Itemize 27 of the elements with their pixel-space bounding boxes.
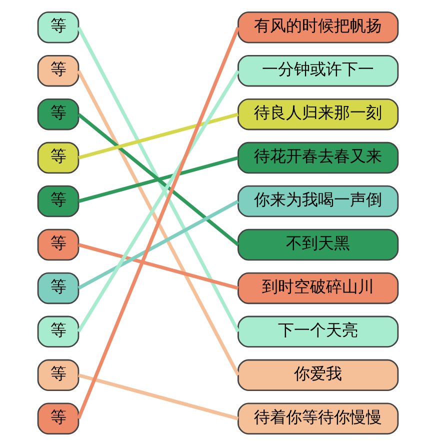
- connector: [77, 112, 240, 246]
- node-box: 等: [37, 359, 80, 392]
- node-box: 等: [37, 228, 80, 261]
- node-box: 等: [37, 272, 80, 304]
- node-box: 待花开春去春又来: [238, 142, 399, 174]
- node-box: 待良人归来那一刻: [238, 98, 399, 130]
- connector: [76, 26, 240, 420]
- node-box: 你来为我喝一声倒: [238, 185, 399, 218]
- node-box: 等: [37, 98, 80, 130]
- node-box: 等: [37, 402, 80, 434]
- node-box: 等: [37, 316, 80, 348]
- connector: [78, 112, 239, 160]
- node-box: 不到天黑: [238, 228, 399, 261]
- connector: [78, 373, 239, 420]
- connector: [78, 243, 239, 290]
- node-box: 一分钟或许下一: [238, 54, 399, 87]
- node-box: 你爱我: [238, 359, 399, 392]
- connector: [78, 200, 240, 290]
- node-box: 等: [37, 185, 80, 218]
- node-box: 有风的时候把帆扬: [238, 12, 399, 44]
- node-box: 等: [37, 142, 80, 174]
- node-box: 到时空破碎山川: [238, 272, 399, 304]
- connector: [78, 156, 239, 203]
- node-box: 待着你等待你慢慢: [238, 402, 399, 434]
- node-box: 下一个天亮: [238, 316, 399, 348]
- node-box: 等: [37, 54, 80, 87]
- node-box: 等: [37, 12, 80, 44]
